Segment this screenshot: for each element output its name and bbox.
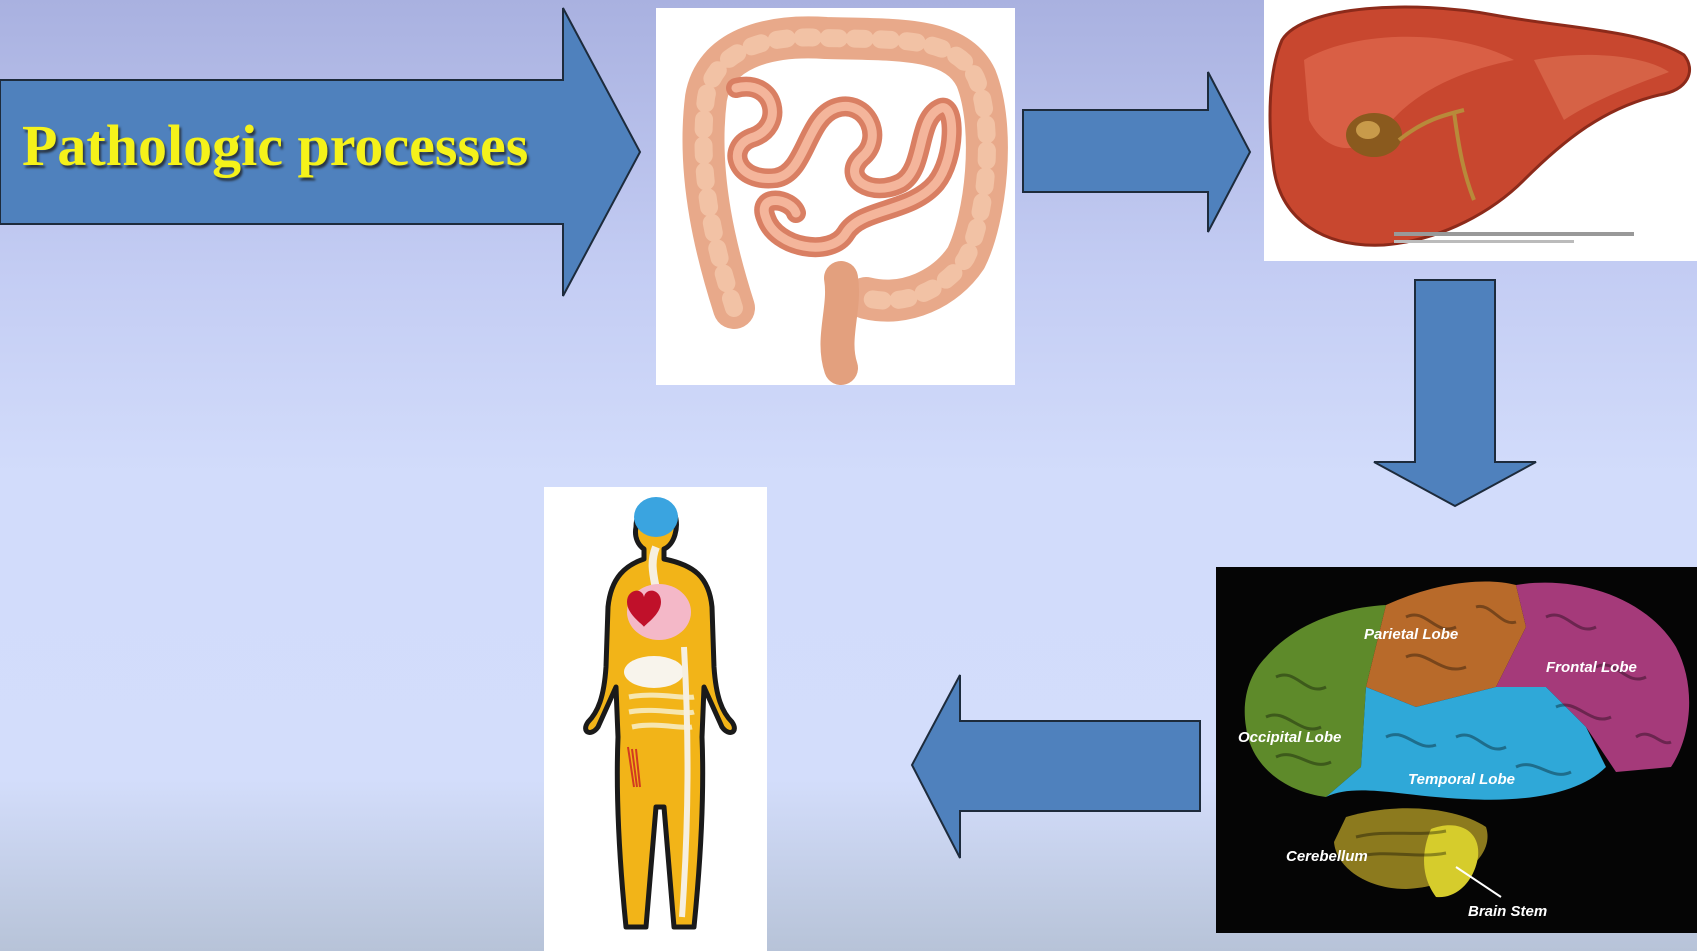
liver-illustration-icon — [1264, 0, 1697, 261]
brain-label-occipital: Occipital Lobe — [1238, 729, 1341, 746]
liver-panel — [1264, 0, 1697, 261]
intestine-illustration-icon — [656, 8, 1015, 385]
arrow-down — [1374, 280, 1536, 506]
arrow-left — [912, 675, 1200, 858]
brain-label-brainstem: Brain Stem — [1468, 903, 1547, 920]
arrow-right — [1023, 72, 1250, 232]
body-panel — [544, 487, 767, 951]
brain-panel: Parietal Lobe Frontal Lobe Occipital Lob… — [1216, 567, 1697, 933]
brain-label-frontal: Frontal Lobe — [1546, 659, 1637, 676]
brain-label-parietal: Parietal Lobe — [1364, 626, 1458, 643]
brain-label-temporal: Temporal Lobe — [1408, 771, 1515, 788]
brain-illustration-icon: Parietal Lobe Frontal Lobe Occipital Lob… — [1216, 567, 1697, 933]
brain-label-cerebellum: Cerebellum — [1286, 848, 1368, 865]
human-body-illustration-icon — [544, 487, 767, 951]
diagram-title: Pathologic processes — [22, 112, 632, 179]
intestine-panel — [656, 8, 1015, 385]
